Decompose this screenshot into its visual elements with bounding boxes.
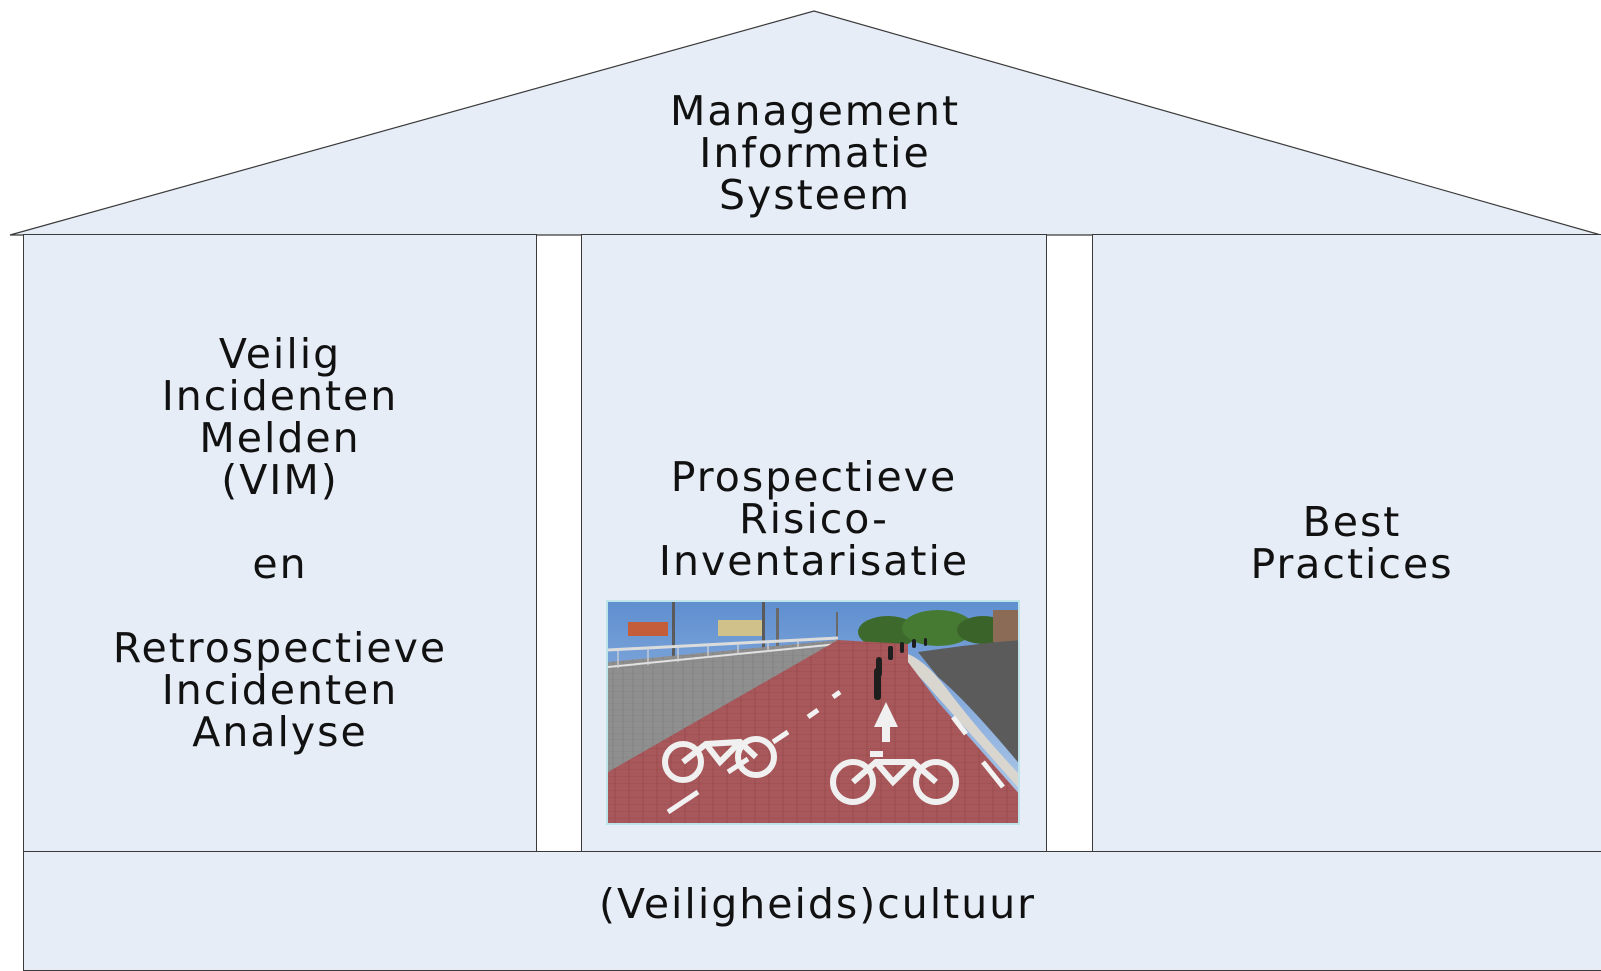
pillar-right: Best Practices bbox=[1092, 234, 1601, 852]
foundation-label: (Veiligheids)cultuur bbox=[598, 880, 1037, 928]
pillar-right-label: Best Practices bbox=[1250, 498, 1454, 588]
pillar-left: Veilig Incidenten Melden (VIM) en Retros… bbox=[23, 234, 537, 852]
pillar-middle-label: Prospectieve Risico- Inventarisatie bbox=[658, 453, 970, 585]
pillar-left-label: Veilig Incidenten Melden (VIM) en Retros… bbox=[112, 330, 448, 756]
cycle-path-photo bbox=[606, 600, 1020, 825]
foundation: (Veiligheids)cultuur bbox=[23, 851, 1601, 971]
roof-title: Management Informatie Systeem bbox=[669, 87, 961, 219]
pillar-middle: Prospectieve Risico- Inventarisatie bbox=[581, 234, 1047, 852]
